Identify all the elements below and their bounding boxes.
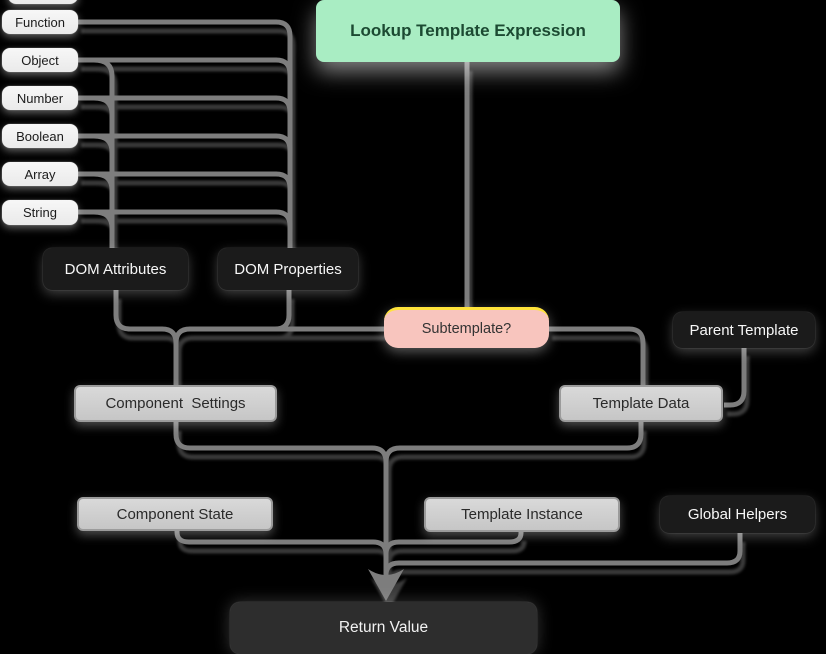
type-box-number: Number — [2, 86, 78, 110]
node-lookup-template-expression: Lookup Template Expression — [316, 0, 620, 62]
node-global-helpers: Global Helpers — [660, 496, 815, 533]
node-parent-template: Parent Template — [673, 312, 815, 348]
node-dom-attributes: DOM Attributes — [43, 248, 188, 290]
node-component-state: Component State — [77, 497, 273, 531]
node-component-settings: Component Settings — [74, 385, 277, 422]
type-box-object: Object — [2, 48, 78, 72]
type-box-boolean: Boolean — [2, 124, 78, 148]
node-return-value: Return Value — [230, 602, 537, 654]
node-dom-properties: DOM Properties — [218, 248, 358, 290]
type-box-function: Function — [2, 10, 78, 34]
arrowhead-down — [368, 569, 404, 601]
node-template-instance: Template Instance — [424, 497, 620, 532]
node-template-data: Template Data — [559, 385, 723, 422]
type-box-array: Array — [2, 162, 78, 186]
type-box-string: String — [2, 200, 78, 225]
node-subtemplate-decision: Subtemplate? — [384, 307, 549, 348]
type-box-partial — [8, 0, 78, 4]
